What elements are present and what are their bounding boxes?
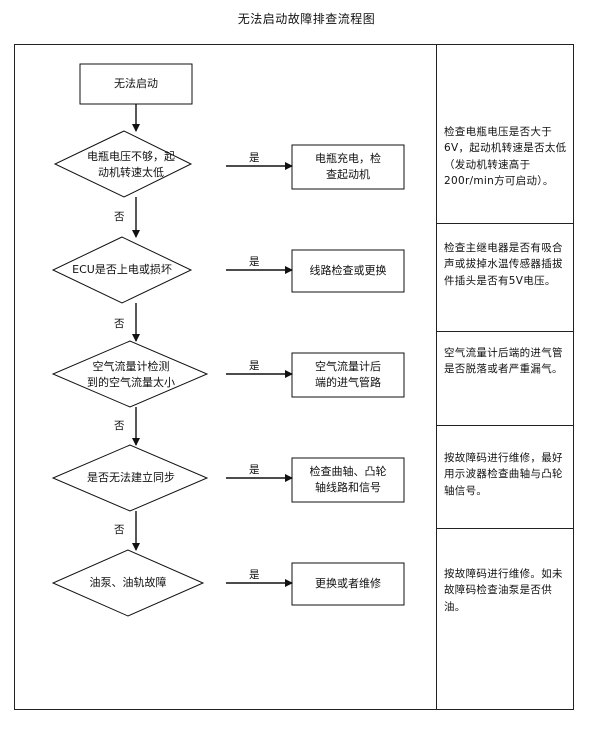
action-label: 电瓶充电，检 查起动机 bbox=[315, 152, 381, 181]
yes-label: 是 bbox=[249, 256, 260, 268]
row-divider bbox=[436, 331, 574, 332]
row-divider bbox=[436, 223, 574, 224]
page-title: 无法启动故障排查流程图 bbox=[237, 12, 376, 26]
note-text: 按故障码进行维修。如未故障码检查油泵是否供油。 bbox=[444, 568, 563, 613]
no-label: 否 bbox=[114, 318, 125, 330]
action-label: 空气流量计后 端的进气管路 bbox=[315, 360, 381, 389]
decision-label: ECU是否上电或损坏 bbox=[72, 263, 172, 277]
decision-label: 空气流量计检测 到的空气流量太小 bbox=[87, 360, 175, 389]
action-label: 更换或者维修 bbox=[315, 577, 381, 591]
yes-label: 是 bbox=[249, 152, 260, 164]
action-label: 线路检查或更换 bbox=[309, 264, 387, 278]
action-label: 检查曲轴、凸轮 轴线路和信号 bbox=[309, 465, 387, 494]
diagram-frame bbox=[14, 44, 574, 710]
decision-label: 电瓶电压不够，起 动机转速太低 bbox=[87, 150, 175, 179]
yes-label: 是 bbox=[249, 569, 260, 581]
no-label: 否 bbox=[114, 211, 125, 223]
yes-label: 是 bbox=[249, 360, 260, 372]
row-divider bbox=[436, 425, 574, 426]
note-text: 检查主继电器是否有吸合声或拔掉水温传感器插拔件插头是否有5V电压。 bbox=[444, 242, 563, 287]
no-label: 否 bbox=[114, 420, 125, 432]
column-divider bbox=[436, 44, 437, 710]
decision-label: 油泵、油轨故障 bbox=[89, 576, 167, 590]
yes-label: 是 bbox=[249, 464, 260, 476]
note-text: 检查电瓶电压是否大于6V，起动机转速是否太低（发动机转速高于200r/min方可… bbox=[444, 126, 567, 187]
row-divider bbox=[436, 528, 574, 529]
no-label: 否 bbox=[114, 524, 125, 536]
note-text: 空气流量计后端的进气管是否脱落或者严重漏气。 bbox=[444, 347, 563, 376]
start-label: 无法启动 bbox=[114, 77, 158, 91]
decision-label: 是否无法建立同步 bbox=[87, 471, 175, 485]
note-text: 按故障码进行维修，最好用示波器检查曲轴与凸轮轴信号。 bbox=[444, 452, 563, 497]
